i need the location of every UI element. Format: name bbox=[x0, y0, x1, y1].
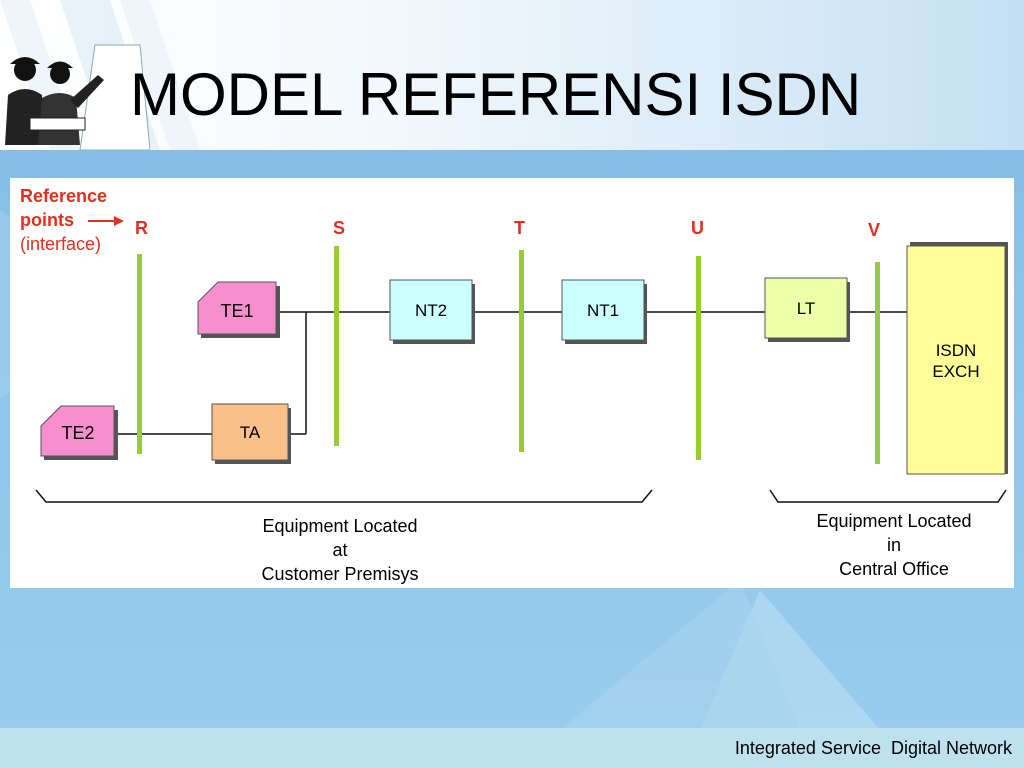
device-nt2: NT2 bbox=[389, 279, 475, 344]
device-te1: TE1 bbox=[197, 281, 280, 338]
isdn-reference-diagram: Reference points (interface) R S T U V bbox=[10, 178, 1014, 588]
slide-header: MODEL REFERENSI ISDN bbox=[0, 0, 1024, 150]
ref-label-v: V bbox=[868, 220, 880, 240]
diagram-canvas: Reference points (interface) R S T U V bbox=[20, 186, 1008, 584]
nt1-label: NT1 bbox=[587, 301, 619, 320]
customer-label-line1: Equipment Located bbox=[262, 516, 417, 536]
brackets bbox=[35, 489, 1007, 503]
office-bracket bbox=[769, 489, 1007, 503]
ref-bar-v bbox=[875, 262, 880, 464]
workers-logo-icon bbox=[5, 44, 150, 150]
device-nt1: NT1 bbox=[561, 279, 647, 344]
ref-bar-t bbox=[519, 250, 524, 452]
device-isdn-exch: ISDN EXCH bbox=[906, 242, 1008, 475]
device-ta: TA bbox=[211, 403, 291, 464]
legend-reference: Reference bbox=[20, 186, 107, 206]
footer-text: Integrated Service Digital Network bbox=[734, 738, 1012, 758]
device-lt: LT bbox=[764, 277, 850, 342]
te1-label: TE1 bbox=[220, 301, 253, 321]
ref-label-s: S bbox=[333, 218, 345, 238]
office-label-line2: in bbox=[887, 535, 901, 555]
ref-bar-s bbox=[334, 246, 339, 446]
customer-bracket bbox=[35, 489, 653, 503]
exch-label-line1: ISDN bbox=[936, 341, 977, 360]
legend-interface: (interface) bbox=[20, 234, 101, 254]
ref-label-t: T bbox=[514, 218, 525, 238]
customer-label-line3: Customer Premisys bbox=[261, 564, 418, 584]
legend-points: points bbox=[20, 210, 74, 230]
slide-title: MODEL REFERENSI ISDN bbox=[130, 61, 862, 128]
office-label-line3: Central Office bbox=[839, 559, 949, 579]
ref-bars bbox=[137, 246, 880, 464]
ref-bar-r bbox=[137, 254, 142, 454]
customer-label-line2: at bbox=[332, 540, 347, 560]
ref-label-r: R bbox=[135, 218, 148, 238]
ta-label: TA bbox=[240, 423, 261, 442]
nt2-label: NT2 bbox=[415, 301, 447, 320]
device-te2: TE2 bbox=[40, 405, 118, 460]
ref-label-u: U bbox=[691, 218, 704, 238]
lt-label: LT bbox=[797, 299, 816, 318]
office-label-line1: Equipment Located bbox=[816, 511, 971, 531]
slide-footer: Integrated Service Digital Network bbox=[0, 728, 1024, 768]
exch-label-line2: EXCH bbox=[932, 362, 979, 381]
ref-bar-u bbox=[696, 256, 701, 460]
te2-label: TE2 bbox=[61, 423, 94, 443]
legend-arrow-icon bbox=[88, 216, 124, 226]
